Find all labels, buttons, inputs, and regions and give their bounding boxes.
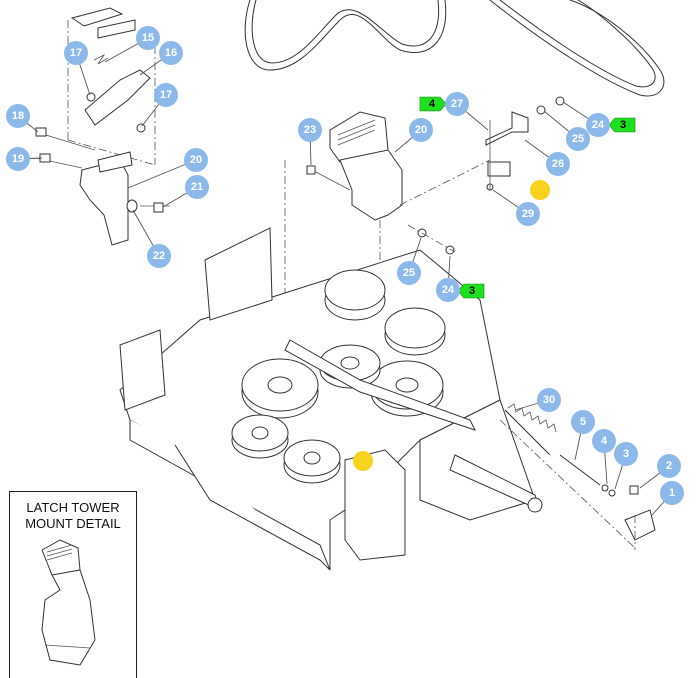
callout-bubble: [436, 278, 460, 302]
callout-bubble: [6, 104, 30, 128]
callout-number: 3: [623, 448, 629, 460]
callout-29[interactable]: 29: [516, 202, 540, 226]
quantity-tags: 4 3 3: [419, 96, 636, 299]
callout-bubble: [397, 261, 421, 285]
callout-25[interactable]: 25: [397, 261, 421, 285]
callout-bubble: [614, 442, 638, 466]
quantity-tag: 3: [457, 283, 485, 299]
callout-bubble: [516, 202, 540, 226]
detail-title-line1: LATCH TOWER: [26, 500, 120, 515]
tag-value: 3: [469, 285, 475, 297]
callout-number: 25: [403, 267, 415, 279]
callout-4[interactable]: 4: [592, 429, 616, 453]
callout-number: 21: [191, 181, 203, 193]
callout-number: 18: [12, 110, 24, 122]
callout-22[interactable]: 22: [147, 244, 171, 268]
callout-bubble: [298, 118, 322, 142]
callout-number: 16: [165, 47, 177, 59]
callout-number: 26: [552, 158, 564, 170]
spring-rod-assembly: [499, 403, 656, 550]
callout-24[interactable]: 24: [586, 113, 610, 137]
callout-number: 27: [451, 98, 463, 110]
callout-number: 5: [580, 416, 586, 428]
quantity-tag: 4: [419, 96, 447, 112]
drive-belt: [244, 0, 665, 97]
callout-15[interactable]: 15: [136, 26, 160, 50]
callout-bubble: [64, 41, 88, 65]
callout-number: 22: [153, 250, 165, 262]
callout-19[interactable]: 19: [6, 147, 30, 171]
callout-number: 25: [572, 133, 584, 145]
callout-number: 2: [666, 460, 672, 472]
callout-30[interactable]: 30: [537, 388, 561, 412]
highlight-marker[interactable]: [353, 451, 373, 471]
callout-bubble: [592, 429, 616, 453]
callout-2[interactable]: 2: [657, 454, 681, 478]
callout-number: 17: [160, 89, 172, 101]
callout-bubble: [445, 92, 469, 116]
callout-bubble: [657, 454, 681, 478]
callout-5[interactable]: 5: [571, 410, 595, 434]
callout-bubble: [184, 148, 208, 172]
switch-bracket: [407, 96, 565, 255]
callout-20[interactable]: 20: [409, 118, 433, 142]
callout-24[interactable]: 24: [436, 278, 460, 302]
callout-18[interactable]: 18: [6, 104, 30, 128]
callout-bubble: [6, 147, 30, 171]
latch-tower: [284, 111, 491, 420]
callout-number: 1: [669, 487, 675, 499]
callout-bubble: [566, 127, 590, 151]
callout-bubble: [537, 388, 561, 412]
callout-number: 17: [70, 47, 82, 59]
callout-number: 30: [543, 394, 555, 406]
callout-20[interactable]: 20: [184, 148, 208, 172]
callout-23[interactable]: 23: [298, 118, 322, 142]
callout-number: 24: [442, 284, 455, 296]
latch-tower-detail-drawing: [41, 539, 96, 666]
tag-value: 4: [429, 98, 436, 110]
callout-21[interactable]: 21: [185, 175, 209, 199]
callout-number: 19: [12, 153, 24, 165]
callout-16[interactable]: 16: [159, 41, 183, 65]
callout-bubble: [586, 113, 610, 137]
callout-27[interactable]: 27: [445, 92, 469, 116]
callout-number: 15: [142, 32, 154, 44]
callout-number: 29: [522, 208, 534, 220]
callout-17[interactable]: 17: [64, 41, 88, 65]
tag-value: 3: [620, 119, 626, 131]
callout-number: 23: [304, 124, 316, 136]
quantity-tag: 3: [608, 117, 636, 133]
callout-bubble: [546, 152, 570, 176]
callout-bubble: [660, 481, 684, 505]
callout-1[interactable]: 1: [660, 481, 684, 505]
callout-bubble: [147, 244, 171, 268]
callout-number: 20: [415, 124, 427, 136]
callout-bubble: [159, 41, 183, 65]
callout-3[interactable]: 3: [614, 442, 638, 466]
callout-26[interactable]: 26: [546, 152, 570, 176]
callout-25[interactable]: 25: [566, 127, 590, 151]
callout-bubble: [136, 26, 160, 50]
latch-tower-mount-detail-box: LATCH TOWER MOUNT DETAIL: [9, 491, 137, 678]
callout-bubble: [571, 410, 595, 434]
callout-bubble: [185, 175, 209, 199]
detail-title-line2: MOUNT DETAIL: [25, 516, 121, 531]
callout-number: 20: [190, 154, 202, 166]
leader-line: [127, 159, 197, 189]
pulleys: [231, 269, 476, 484]
detail-title: LATCH TOWER MOUNT DETAIL: [10, 500, 136, 532]
highlight-marker[interactable]: [530, 180, 550, 200]
callout-bubble: [409, 118, 433, 142]
callout-bubble: [154, 83, 178, 107]
callout-number: 4: [601, 435, 608, 447]
callout-17[interactable]: 17: [154, 83, 178, 107]
callout-number: 24: [592, 119, 605, 131]
idler-bracket-assembly: [35, 7, 170, 246]
